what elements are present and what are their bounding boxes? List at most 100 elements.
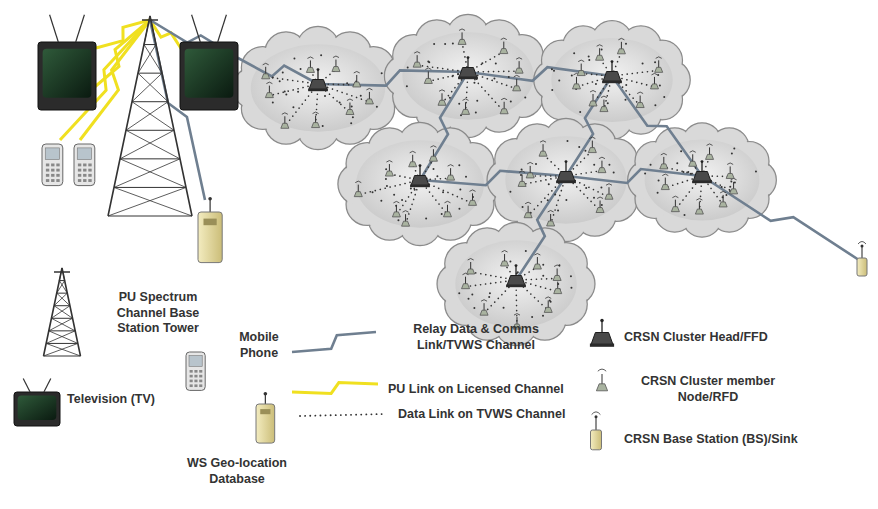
relay-link <box>420 72 468 180</box>
sensor-dot <box>595 83 597 85</box>
cluster-member-icon <box>458 29 466 44</box>
sensor-dot <box>410 188 412 190</box>
cluster-member-icon <box>265 82 273 98</box>
sensor-dot <box>547 199 549 201</box>
sensor-dot <box>508 76 510 78</box>
cluster-member-icon <box>501 251 509 267</box>
cluster-head-icon <box>308 68 328 91</box>
sensor-dot <box>684 214 686 216</box>
sensor-dot <box>608 164 610 166</box>
sensor-dot <box>625 84 627 86</box>
sensor-dot <box>573 52 575 54</box>
cluster-member-icon <box>306 57 314 73</box>
sensor-dot <box>397 219 399 221</box>
sensor-dot <box>548 183 550 185</box>
cluster-member-icon <box>467 259 475 275</box>
sensor-dot <box>625 43 627 45</box>
sensor-dot <box>481 62 483 64</box>
sensor-dot <box>407 66 409 68</box>
sensor-dot <box>601 204 603 206</box>
sensor-dot <box>593 164 595 166</box>
cluster-member-icon <box>413 52 421 68</box>
sensor-dot <box>721 186 723 188</box>
sensor-dot <box>406 85 408 87</box>
legend-label: PU Spectrum Channel Base Station Tower <box>94 290 222 337</box>
sensor-dot <box>489 292 491 294</box>
legend-label: WS Geo-location Database <box>172 456 302 487</box>
sensor-dot <box>729 186 731 188</box>
sensor-dot <box>285 94 287 96</box>
cluster-member-icon <box>469 190 477 206</box>
sensor-dot <box>436 175 438 177</box>
sensor-dot <box>531 316 533 318</box>
cluster-head-icon <box>556 160 576 183</box>
sensor-dot <box>385 168 387 170</box>
cluster-member-icon <box>429 146 437 162</box>
sensor-dot <box>488 296 490 298</box>
sensor-dot <box>682 171 684 173</box>
legend-label: PU Link on Licensed Channel <box>388 382 580 398</box>
sensor-dot <box>297 91 299 93</box>
sensor-dot <box>293 57 295 59</box>
cluster-member-icon <box>332 56 340 72</box>
sensor-dot <box>690 173 692 175</box>
sensor-dot <box>284 91 286 93</box>
sensor-dot <box>731 152 733 154</box>
legend-label: Data Link on TVWS Channel <box>398 407 586 423</box>
sensor-dot <box>734 182 736 184</box>
sensor-dot <box>600 187 602 189</box>
sensor-dot <box>654 104 656 106</box>
cluster-member-icon <box>462 99 470 114</box>
cluster-data-links <box>266 54 383 127</box>
relay-link <box>612 76 702 176</box>
cluster-member-icon <box>650 73 658 89</box>
geo-database-icon <box>198 197 222 263</box>
sensor-dot <box>687 171 689 173</box>
sensor-dot <box>601 48 603 50</box>
sensor-dot <box>458 164 460 166</box>
sensor-dot <box>320 54 322 56</box>
sensor-dot <box>525 250 527 252</box>
cluster-member-icon <box>547 210 555 225</box>
cluster-member-icon <box>392 201 400 217</box>
cluster-member-icon <box>526 162 534 178</box>
sensor-dot <box>322 125 324 127</box>
cluster-member-icon <box>661 174 669 190</box>
sensor-dot <box>584 150 586 152</box>
cluster-member-icon <box>500 98 508 113</box>
cluster-member-icon <box>600 96 608 111</box>
sensor-dot <box>468 298 470 300</box>
cluster-member-icon <box>577 60 585 76</box>
cluster-member-icon <box>636 92 644 107</box>
sensor-dot <box>542 315 544 317</box>
sensor-dot <box>654 61 656 63</box>
mobile-phone-icon <box>186 352 205 390</box>
sensor-dot <box>725 194 727 196</box>
relay-link-sample <box>292 332 376 352</box>
sensor-dot <box>346 82 348 84</box>
sensor-dot <box>471 293 473 295</box>
sensor-dot <box>588 56 590 58</box>
cluster-member-icon <box>500 38 508 54</box>
relay-link <box>318 70 468 85</box>
cluster-member-icon <box>605 184 613 200</box>
data-link <box>358 180 420 195</box>
sensor-dot <box>588 59 590 61</box>
sensor-dot <box>351 106 353 108</box>
sensor-dot <box>663 96 665 98</box>
legend-label: Television (TV) <box>66 392 156 408</box>
cluster-member-icon <box>596 369 607 391</box>
base-station-icon <box>591 412 602 450</box>
cluster-member-icon <box>553 265 561 280</box>
sensor-dot <box>451 75 453 77</box>
sensor-dot <box>570 275 572 277</box>
sensor-dot <box>549 299 551 301</box>
sensor-dot <box>324 95 326 97</box>
cluster-member-icon <box>719 191 727 207</box>
relay-link <box>566 76 612 176</box>
sensor-dot <box>457 73 459 75</box>
mobile-phone-icon <box>74 144 95 186</box>
cluster-head-icon <box>602 60 622 83</box>
cluster-member-icon <box>409 151 417 167</box>
cluster-head-icon <box>410 164 430 187</box>
